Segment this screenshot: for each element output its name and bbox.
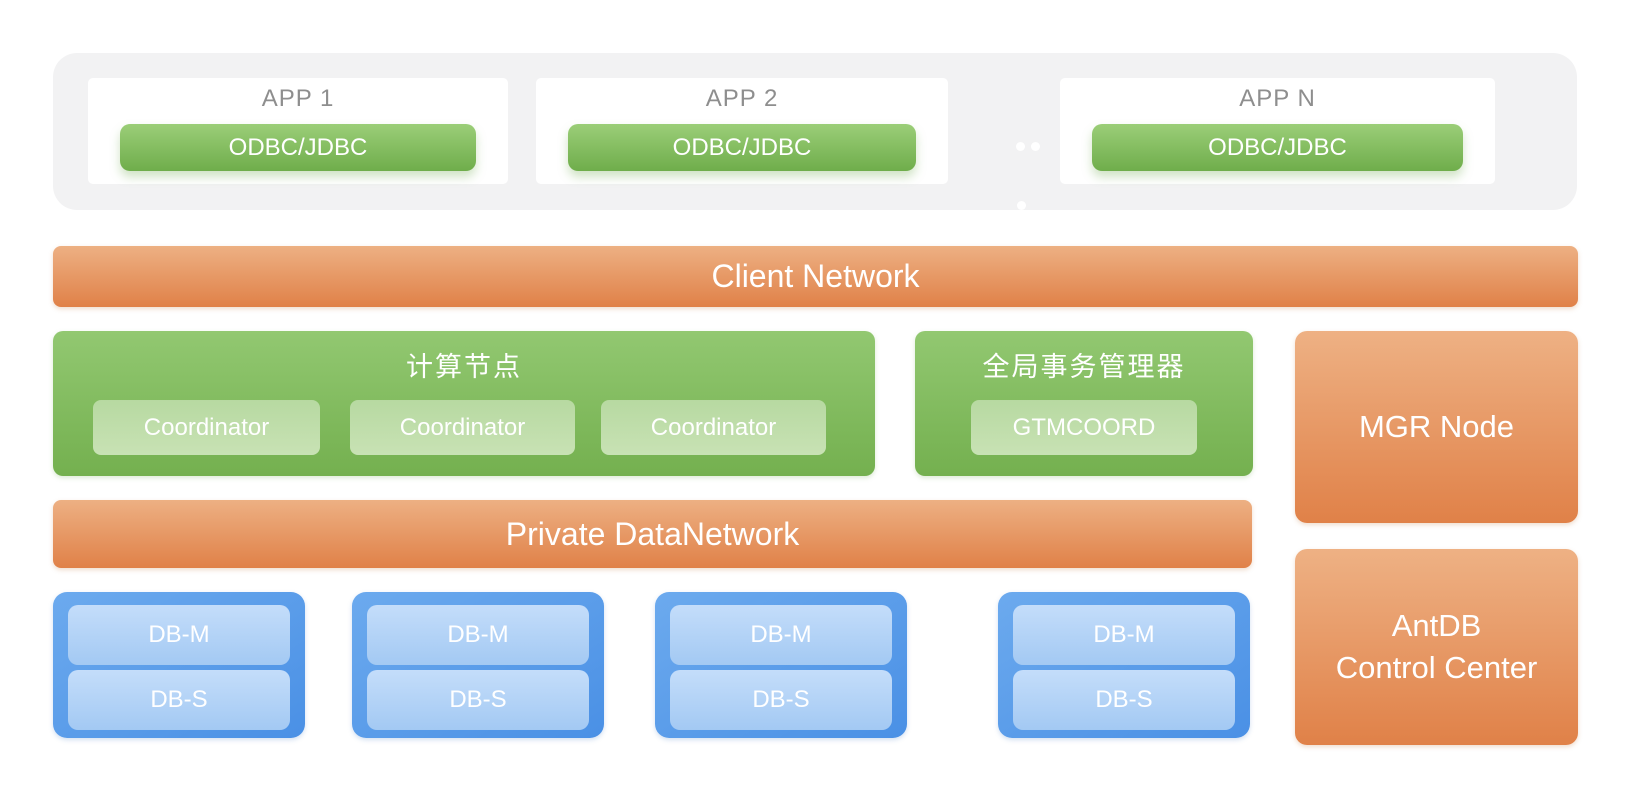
app-card-1: APP 1 ODBC/JDBC bbox=[88, 78, 508, 184]
private-data-network-label: Private DataNetwork bbox=[505, 515, 800, 552]
db-master-node: DB-M bbox=[1013, 605, 1235, 665]
db-cluster-4: DB-M DB-S bbox=[998, 592, 1250, 738]
odbc-jdbc-badge: ODBC/JDBC bbox=[1092, 124, 1463, 171]
db-master-node: DB-M bbox=[367, 605, 589, 665]
ellipsis-dot-icon bbox=[1017, 201, 1026, 210]
client-network-label: Client Network bbox=[711, 258, 920, 294]
odbc-jdbc-badge: ODBC/JDBC bbox=[568, 124, 916, 171]
application-layer-panel: APP 1 ODBC/JDBC APP 2 ODBC/JDBC APP N OD… bbox=[53, 53, 1577, 210]
ellipsis-dot-icon bbox=[1016, 142, 1025, 151]
db-standby-node: DB-S bbox=[1013, 670, 1235, 730]
app-card-title: APP N bbox=[1239, 85, 1316, 112]
db-standby-node: DB-S bbox=[367, 670, 589, 730]
db-cluster-1: DB-M DB-S bbox=[53, 592, 305, 738]
client-network-bar: Client Network bbox=[53, 246, 1578, 307]
antdb-control-center-label: AntDB Control Center bbox=[1335, 608, 1538, 685]
odbc-jdbc-badge: ODBC/JDBC bbox=[120, 124, 476, 171]
coordinator-node: Coordinator bbox=[601, 400, 826, 455]
coordinator-node: Coordinator bbox=[350, 400, 575, 455]
db-master-node: DB-M bbox=[670, 605, 892, 665]
compute-node-group: 计算节点 Coordinator Coordinator Coordinator bbox=[53, 331, 875, 476]
mgr-node-box: MGR Node bbox=[1295, 331, 1578, 523]
antdb-control-center-box: AntDB Control Center bbox=[1295, 549, 1578, 745]
gtmcoord-node: GTMCOORD bbox=[971, 400, 1197, 455]
db-standby-node: DB-S bbox=[670, 670, 892, 730]
db-cluster-2: DB-M DB-S bbox=[352, 592, 604, 738]
db-standby-node: DB-S bbox=[68, 670, 290, 730]
db-cluster-3: DB-M DB-S bbox=[655, 592, 907, 738]
db-master-node: DB-M bbox=[68, 605, 290, 665]
private-data-network-bar: Private DataNetwork bbox=[53, 500, 1252, 568]
app-card-n: APP N ODBC/JDBC bbox=[1060, 78, 1495, 184]
app-card-title: APP 2 bbox=[705, 85, 779, 112]
ellipsis-dot-icon bbox=[1031, 142, 1040, 151]
app-card-2: APP 2 ODBC/JDBC bbox=[536, 78, 948, 184]
mgr-node-label: MGR Node bbox=[1358, 409, 1515, 444]
compute-node-title: 计算节点 bbox=[406, 352, 522, 382]
gtm-group: 全局事务管理器 GTMCOORD bbox=[915, 331, 1253, 476]
gtm-title: 全局事务管理器 bbox=[982, 352, 1186, 382]
app-card-title: APP 1 bbox=[261, 85, 335, 112]
coordinator-node: Coordinator bbox=[93, 400, 320, 455]
